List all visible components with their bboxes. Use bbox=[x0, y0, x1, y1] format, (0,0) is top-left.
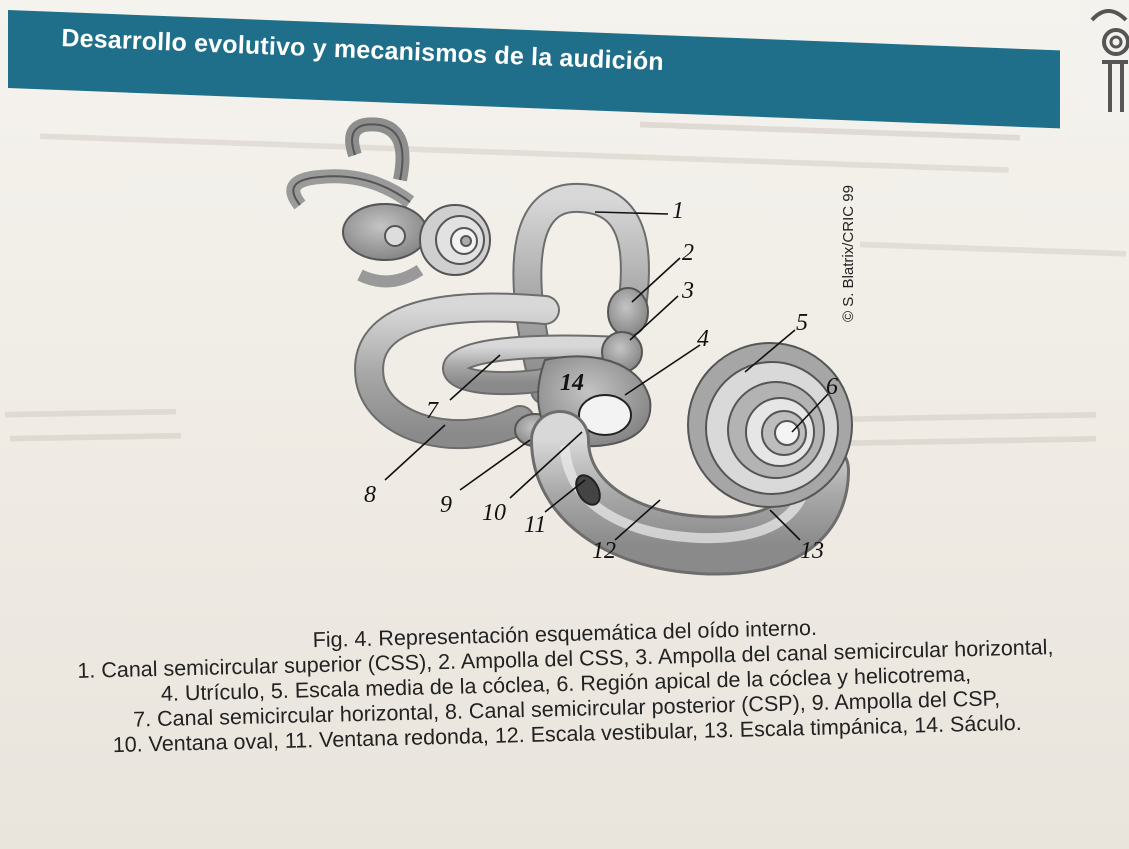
label-2: 2 bbox=[682, 240, 694, 266]
label-4: 4 bbox=[697, 326, 709, 352]
label-6: 6 bbox=[826, 374, 838, 400]
label-leader-lines bbox=[384, 211, 829, 541]
figure-copyright: © S. Blatrix/CRIC 99 bbox=[840, 185, 857, 322]
label-9: 9 bbox=[440, 492, 452, 518]
label-8: 8 bbox=[364, 482, 376, 508]
corner-logo-icon bbox=[1080, 0, 1129, 120]
label-14: 14 bbox=[560, 370, 584, 396]
label-10: 10 bbox=[482, 500, 506, 526]
label-1: 1 bbox=[672, 198, 684, 224]
label-7: 7 bbox=[426, 398, 438, 424]
label-3: 3 bbox=[682, 278, 694, 304]
label-13: 13 bbox=[800, 538, 824, 564]
label-11: 11 bbox=[524, 512, 547, 538]
overview-ear-thumbnail bbox=[286, 117, 491, 288]
label-5: 5 bbox=[796, 310, 808, 336]
label-12: 12 bbox=[592, 538, 616, 564]
